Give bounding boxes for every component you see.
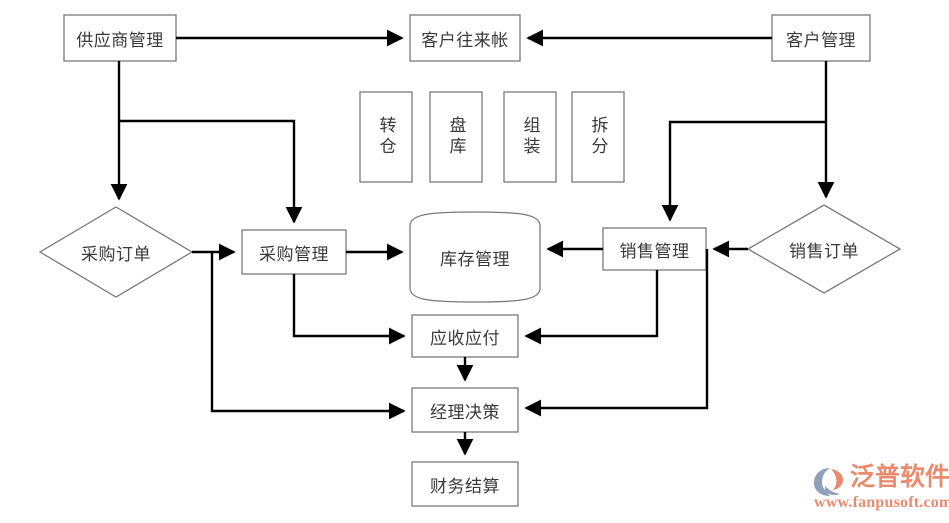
node-shape-stocktaking[interactable] [429, 91, 483, 183]
connector-lines-layer [110, 29, 835, 456]
fanpu-logo-icon [814, 468, 843, 496]
node-shape-manager-decision[interactable] [411, 387, 519, 433]
node-shape-supplier-management[interactable] [63, 14, 177, 62]
node-shape-customer-management[interactable] [771, 14, 871, 62]
node-shape-sales-management[interactable] [602, 227, 707, 271]
node-shape-sales-order[interactable] [746, 204, 902, 294]
node-shape-financial-settlement[interactable] [411, 461, 519, 507]
node-shape-assembly[interactable] [503, 91, 557, 183]
node-shape-warehouse-transfer[interactable] [359, 91, 413, 183]
brand-name: 泛普软件 [850, 463, 949, 491]
brand-url: www.fanpusoft.com [814, 494, 949, 511]
node-shape-inventory-management[interactable] [409, 211, 541, 303]
node-shape-purchase-management[interactable] [241, 229, 347, 275]
node-shape-receivable-payable[interactable] [411, 314, 519, 358]
edge-sales-order-to-manager [524, 249, 709, 417]
edge-sales-mgmt-to-receivable [524, 270, 659, 345]
node-shape-customer-account[interactable] [409, 14, 521, 62]
edge-customer-mgmt-to-sales-mgmt [661, 120, 826, 222]
node-shapes-layer [38, 14, 902, 507]
node-shape-purchase-order[interactable] [38, 206, 194, 298]
edge-purchase-mgmt-to-receivable [292, 274, 406, 345]
node-shape-disassembly[interactable] [571, 91, 625, 183]
edge-purchase-order-to-manager [210, 252, 406, 420]
edge-supplier-to-purchase-mgmt [119, 119, 303, 224]
brand-watermark: 泛普软件 www.fanpusoft.com [812, 462, 949, 518]
